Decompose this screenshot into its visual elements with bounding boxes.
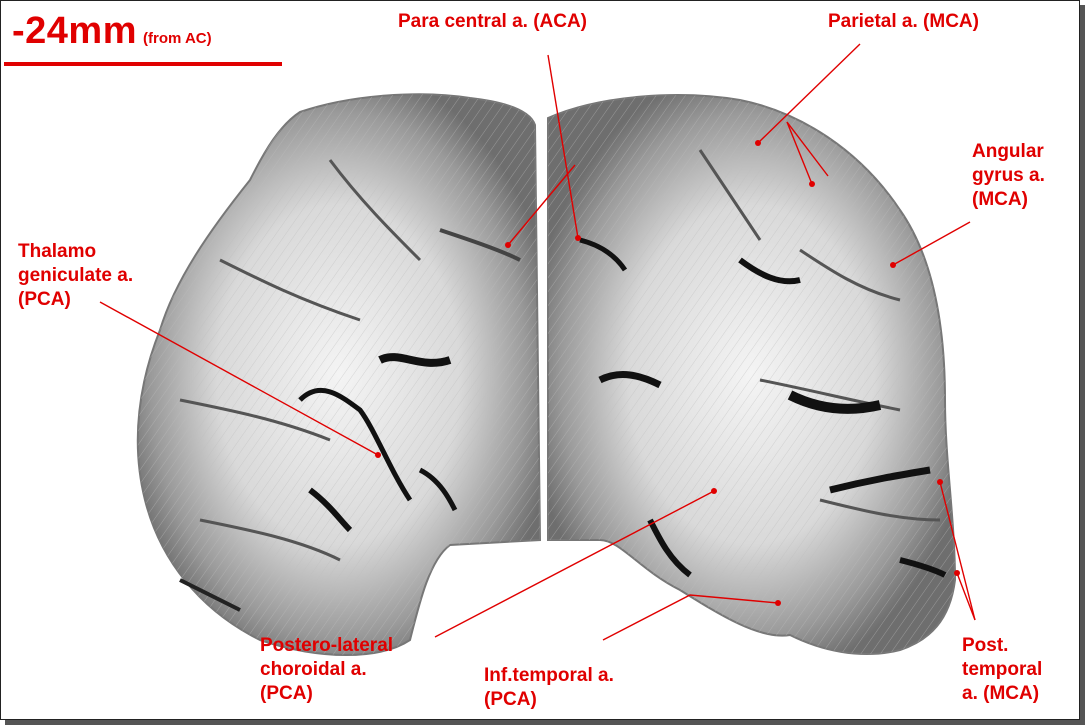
label-parietal: Parietal a. (MCA) [828,11,979,32]
left-hemisphere [136,93,542,656]
title-underline [4,62,282,66]
slice-reference: (from AC) [143,30,212,47]
slice-position: -24mm [12,10,137,52]
label-para-central: Para central a. (ACA) [398,11,588,32]
leader-arrowheads [375,140,960,606]
leader-lines [99,43,976,641]
label-inf-temporal: Inf.temporal a.(PCA) [484,665,614,710]
right-hemisphere [547,94,957,656]
slice-title: -24mm (from AC) [12,10,212,53]
